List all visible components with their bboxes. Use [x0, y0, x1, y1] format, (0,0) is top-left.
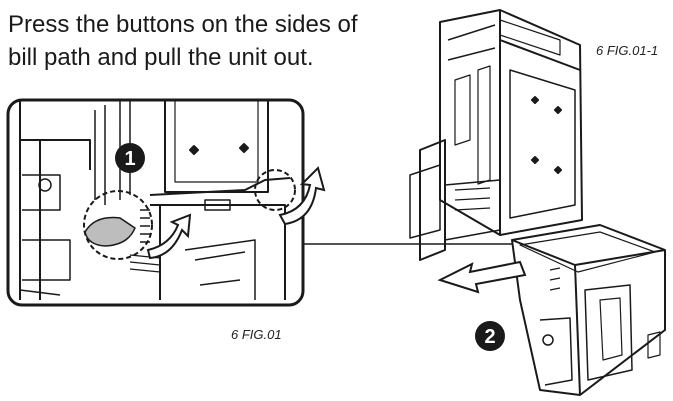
instruction-text: Press the buttons on the sides of bill p… — [8, 8, 408, 74]
step-2-badge — [475, 321, 505, 351]
button-highlight-right — [254, 169, 296, 211]
button-highlight-left — [83, 190, 153, 260]
step-2-number: 2 — [484, 326, 495, 348]
pull-arrow — [437, 260, 527, 294]
overview-unit — [409, 9, 666, 396]
instruction-line-2: bill path and pull the unit out. — [8, 44, 314, 71]
figure-detail-label: 6 FIG.01 — [231, 327, 282, 342]
figure-overview-label: 6 FIG.01-1 — [596, 43, 659, 58]
press-arrow-left — [146, 213, 192, 260]
step-1-number: 1 — [124, 148, 135, 170]
instruction-line-1: Press the buttons on the sides of — [8, 11, 358, 38]
finger-shape — [84, 216, 136, 247]
press-arrow-right — [278, 166, 326, 226]
step-1-badge — [115, 143, 145, 173]
detail-callout: 1 — [6, 98, 326, 307]
